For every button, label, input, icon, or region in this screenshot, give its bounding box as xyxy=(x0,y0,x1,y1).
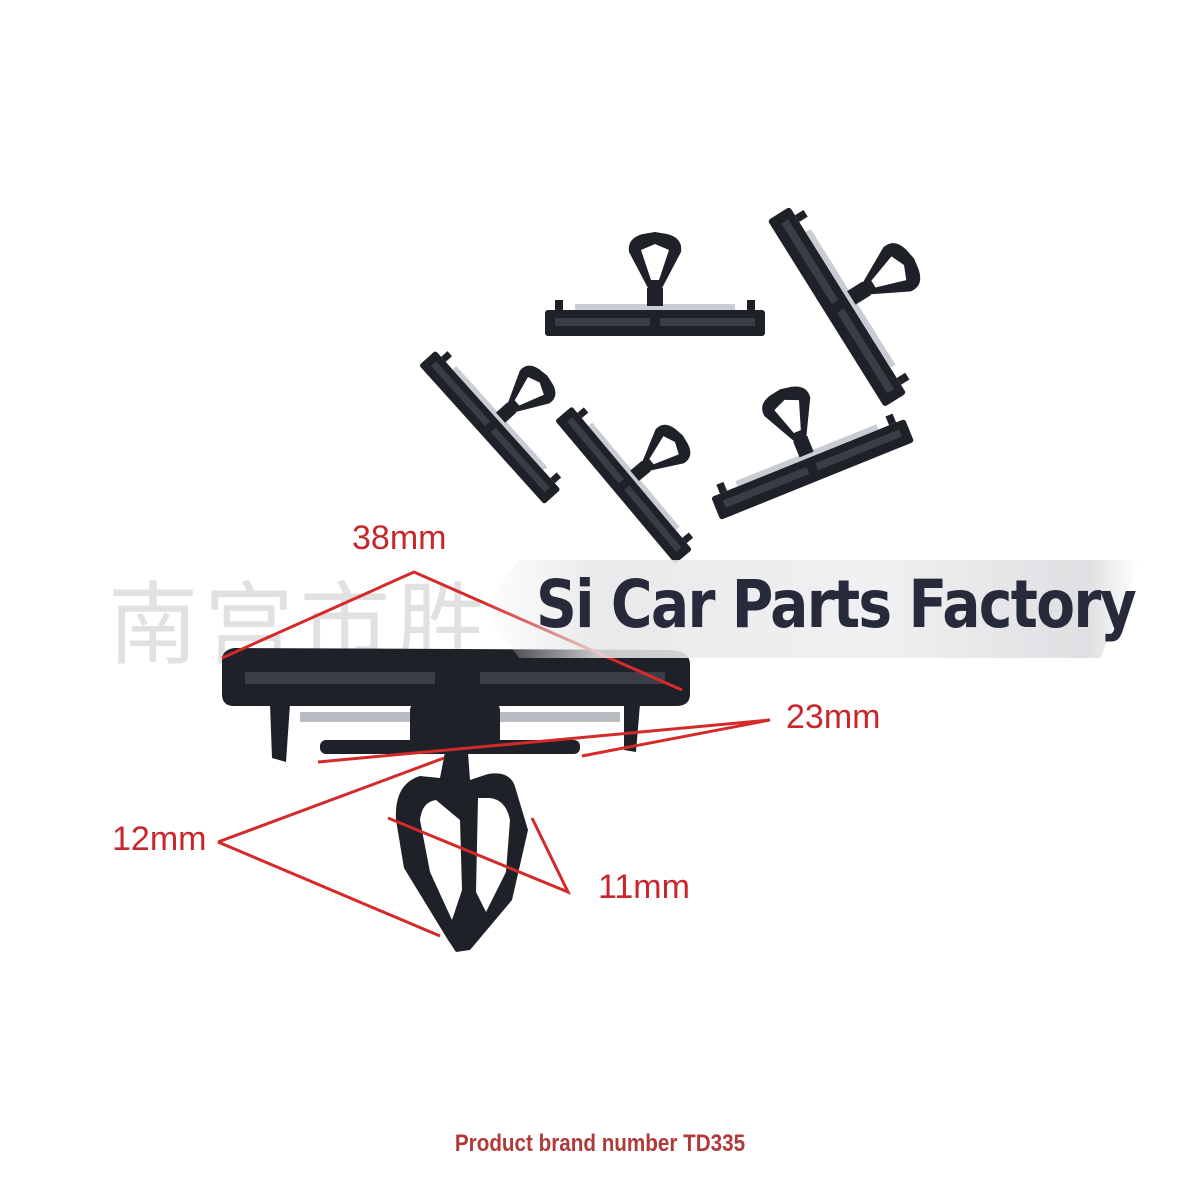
dimension-length-label: 38mm xyxy=(352,519,447,557)
dimension-stem-label: 11mm xyxy=(598,868,690,906)
brand-title: Si Car Parts Factory xyxy=(536,566,1137,643)
small-clip-1 xyxy=(545,232,765,336)
product-caption: Product brand number TD335 xyxy=(454,1130,746,1157)
small-clip-2 xyxy=(767,165,973,408)
dimension-width-label: 23mm xyxy=(786,698,881,736)
dimension-head-label: 12mm xyxy=(112,820,207,858)
small-clip-4 xyxy=(554,363,743,564)
brand-banner xyxy=(480,560,1140,658)
